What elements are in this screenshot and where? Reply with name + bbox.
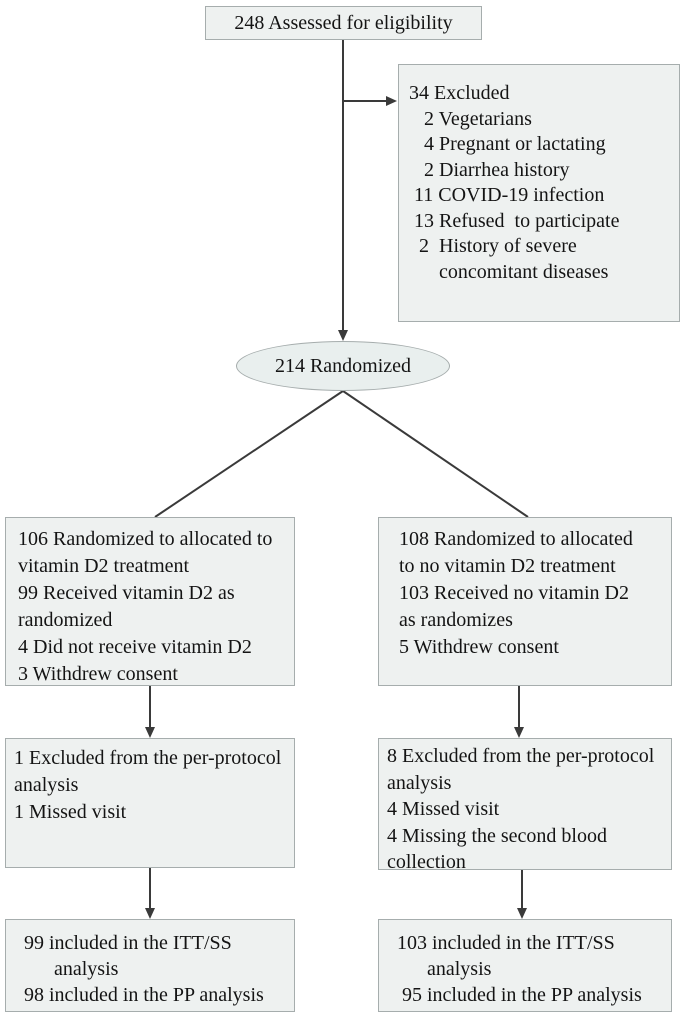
connector-left-exclusion-to-analysis (145, 868, 155, 919)
connector-eligibility-to-randomized (338, 40, 348, 341)
randomized-ellipse: 214 Randomized (236, 341, 450, 391)
no-vitamin-d2-analysis-box: 103 included in the ITT/SS analysis 95 i… (378, 919, 672, 1012)
arrowhead-down-icon (145, 727, 155, 738)
connector-left-allocation-to-exclusion (145, 686, 155, 738)
connector-right-allocation-to-exclusion (514, 686, 524, 738)
vitamin-d2-analysis-box: 99 included in the ITT/SS analysis 98 in… (5, 919, 295, 1012)
no-vitamin-d2-allocation-box: 108 Randomized to allocated to no vitami… (378, 517, 672, 686)
no-vitamin-d2-pp-exclusion-box: 8 Excluded from the per-protocol analysi… (378, 738, 672, 873)
vitamin-d2-pp-exclusion-box: 1 Excluded from the per-protocol analysi… (5, 738, 295, 868)
arrowhead-down-icon (517, 908, 527, 919)
connector-right-exclusion-to-analysis (517, 870, 527, 919)
arrowhead-right-icon (386, 96, 397, 106)
arrowhead-down-icon (145, 908, 155, 919)
arrowhead-down-icon (514, 727, 524, 738)
vitamin-d2-allocation-box: 106 Randomized to allocated to vitamin D… (5, 517, 295, 686)
connector-randomized-to-right-allocation (342, 390, 529, 518)
excluded-box: 34 Excluded 2 Vegetarians 4 Pregnant or … (398, 64, 680, 322)
connector-to-excluded (343, 96, 397, 106)
eligibility-box: 248 Assessed for eligibility (205, 6, 482, 40)
arrowhead-down-icon (338, 330, 348, 341)
randomized-label: 214 Randomized (274, 354, 412, 377)
connector-randomized-to-left-allocation (154, 390, 344, 518)
eligibility-label: 248 Assessed for eligibility (234, 11, 453, 34)
